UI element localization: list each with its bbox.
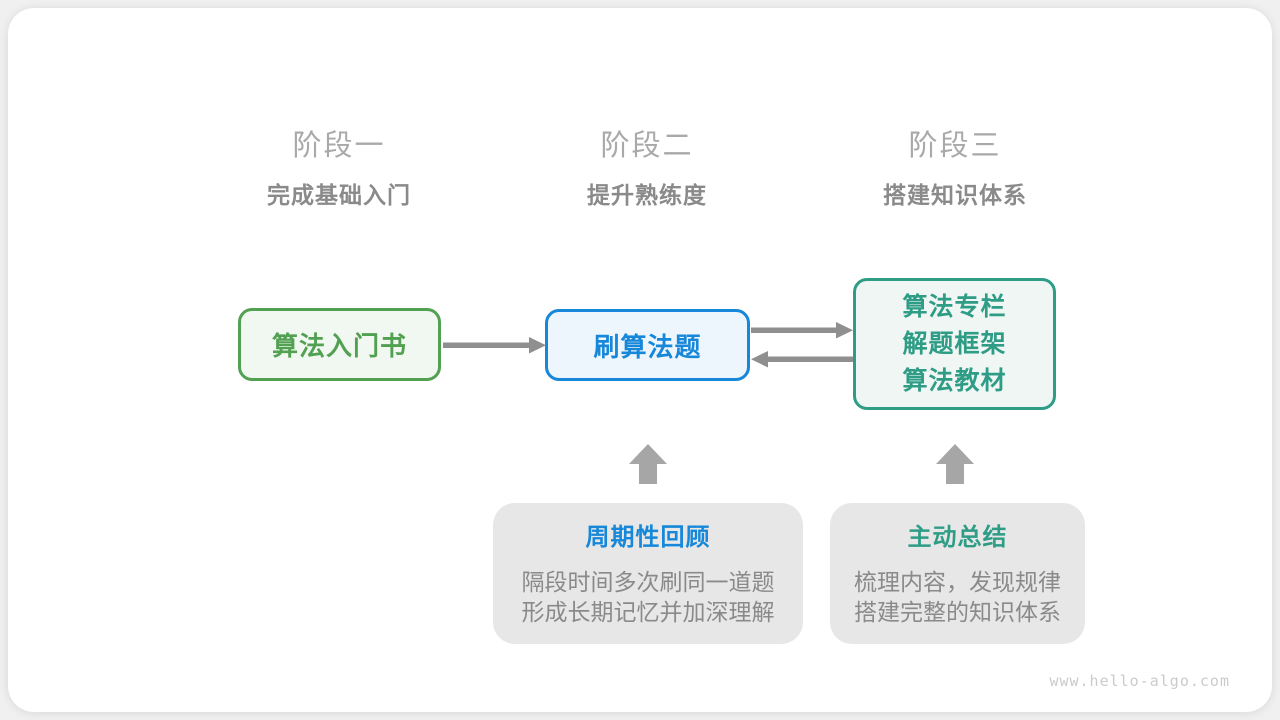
stage-1-subtitle: 完成基础入门 — [267, 182, 411, 208]
note-periodic-review-body-line-2: 形成长期记忆并加深理解 — [521, 599, 775, 625]
node-resources-line-3: 算法教材 — [902, 366, 1007, 395]
node-practice-label: 刷算法题 — [593, 331, 702, 362]
stage-2-header: 阶段二 提升熟练度 — [487, 128, 807, 210]
note-active-summary-title: 主动总结 — [907, 524, 1008, 551]
arrow-up-icon — [629, 444, 667, 484]
arrow-up-icon — [936, 444, 974, 484]
stage-1-title: 阶段一 — [292, 130, 386, 162]
stage-3-header: 阶段三 搭建知识体系 — [795, 128, 1115, 210]
watermark: www.hello-algo.com — [1049, 672, 1230, 690]
stage-1-header: 阶段一 完成基础入门 — [179, 128, 499, 210]
note-active-summary-body-line-2: 搭建完整的知识体系 — [854, 599, 1061, 625]
note-periodic-review-title: 周期性回顾 — [585, 524, 711, 551]
arrow-right-icon — [443, 337, 546, 354]
note-active-summary-body-line-1: 梳理内容，发现规律 — [854, 569, 1061, 595]
note-periodic-review-body: 隔段时间多次刷同一道题 形成长期记忆并加深理解 — [493, 567, 803, 627]
node-intro-book-label: 算法入门书 — [271, 331, 407, 361]
note-active-summary-body: 梳理内容，发现规律 搭建完整的知识体系 — [830, 567, 1085, 627]
node-intro-book: 算法入门书 — [238, 308, 441, 381]
stage-2-title: 阶段二 — [600, 130, 694, 162]
note-active-summary: 主动总结 梳理内容，发现规律 搭建完整的知识体系 — [830, 503, 1085, 644]
arrow-left-icon — [751, 351, 853, 368]
arrow-right-icon — [751, 322, 853, 339]
node-resources-line-2: 解题框架 — [902, 329, 1007, 358]
stage-3-title: 阶段三 — [908, 130, 1002, 162]
note-periodic-review-body-line-1: 隔段时间多次刷同一道题 — [521, 569, 775, 595]
node-resources-line-1: 算法专栏 — [902, 292, 1007, 321]
node-practice: 刷算法题 — [545, 309, 750, 381]
stage-3-subtitle: 搭建知识体系 — [883, 182, 1027, 208]
note-periodic-review: 周期性回顾 隔段时间多次刷同一道题 形成长期记忆并加深理解 — [493, 503, 803, 644]
node-resources: 算法专栏 解题框架 算法教材 — [853, 278, 1056, 410]
stage-2-subtitle: 提升熟练度 — [587, 182, 707, 208]
diagram-card: 阶段一 完成基础入门 阶段二 提升熟练度 阶段三 搭建知识体系 算法入门书 刷算… — [8, 8, 1272, 712]
